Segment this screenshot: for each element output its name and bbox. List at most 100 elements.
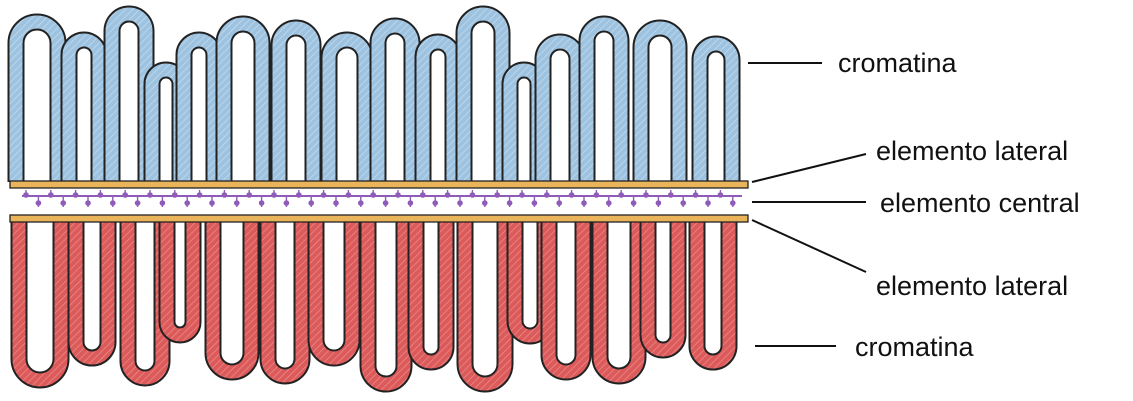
bottom-chromatin-loop-texture bbox=[600, 221, 638, 376]
top-chromatin-loop-texture bbox=[587, 24, 621, 182]
top-chromatin-loops bbox=[16, 14, 732, 182]
central-element-pin-head bbox=[48, 192, 54, 198]
central-element-pin-head bbox=[85, 200, 91, 206]
central-element-pin-head bbox=[494, 192, 500, 198]
central-element-pin-head bbox=[693, 192, 699, 198]
bottom-chromatin-loop-texture bbox=[167, 221, 193, 335]
top-chromatin-loop-texture bbox=[641, 28, 679, 182]
central-element-pin-head bbox=[631, 200, 637, 206]
top-chromatin-loop-texture bbox=[112, 14, 146, 182]
central-element-pin-head bbox=[705, 200, 711, 206]
central-element-pin-head bbox=[36, 200, 42, 206]
bottom-chromatin-loop-texture bbox=[213, 221, 251, 372]
bottom-chromatin-loops bbox=[19, 221, 729, 384]
lateral-element-top bbox=[10, 181, 748, 188]
central-element-pin-head bbox=[197, 192, 203, 198]
bottom-chromatin-loop-texture bbox=[465, 221, 505, 384]
central-element-pin-head bbox=[23, 192, 29, 198]
top-chromatin-loop-texture bbox=[279, 28, 313, 182]
central-element-pin-head bbox=[98, 192, 104, 198]
central-element-pin-head bbox=[184, 200, 190, 206]
central-element-pin-head bbox=[259, 200, 265, 206]
central-element-pin-head bbox=[470, 192, 476, 198]
central-element-pin-head bbox=[122, 192, 128, 198]
bottom-chromatin-loop-texture bbox=[19, 221, 61, 380]
top-chromatin-loop-texture bbox=[464, 14, 502, 182]
central-element-pin-head bbox=[408, 200, 414, 206]
top-chromatin-loop-texture bbox=[69, 40, 99, 182]
central-element-pin-head bbox=[556, 200, 562, 206]
central-element-pin-head bbox=[457, 200, 463, 206]
bottom-chromatin-loop-texture bbox=[549, 221, 583, 372]
lateral-element-bottom bbox=[10, 215, 748, 222]
central-element-pin-head bbox=[308, 200, 314, 206]
central-element-pin-head bbox=[60, 200, 66, 206]
central-element-pin-head bbox=[135, 200, 141, 206]
bottom-chromatin-loop-texture bbox=[368, 221, 404, 384]
central-element-pin-head bbox=[296, 192, 302, 198]
central-element-pin-head bbox=[643, 192, 649, 198]
central-element-pin-head bbox=[110, 200, 116, 206]
leader-line-lateral-top bbox=[752, 154, 866, 182]
central-element-pin-head bbox=[333, 200, 339, 206]
central-element-pin-head bbox=[532, 200, 538, 206]
top-chromatin-loop-texture bbox=[224, 24, 262, 182]
central-element-pin-head bbox=[420, 192, 426, 198]
central-element-pin-head bbox=[569, 192, 575, 198]
central-element-pin-head bbox=[222, 192, 228, 198]
central-element-pin-head bbox=[284, 200, 290, 206]
leader-line-lateral-bottom bbox=[752, 220, 866, 272]
bottom-chromatin-loop-texture bbox=[416, 221, 446, 362]
central-element-pin-head bbox=[321, 192, 327, 198]
bottom-chromatin-loop-texture bbox=[128, 221, 162, 378]
top-chromatin-loop-texture bbox=[378, 26, 412, 182]
top-chromatin-loop-texture bbox=[510, 70, 538, 182]
bottom-chromatin-loop-texture bbox=[316, 221, 352, 358]
top-chromatin-loop-texture bbox=[16, 22, 58, 182]
central-element-pin-head bbox=[383, 200, 389, 206]
label-central-element: elemento central bbox=[880, 188, 1080, 218]
bottom-chromatin-loop-texture bbox=[648, 221, 678, 350]
central-element-pin-head bbox=[445, 192, 451, 198]
central-element-pin-head bbox=[618, 192, 624, 198]
central-element-pin-head bbox=[680, 200, 686, 206]
central-element-pin-head bbox=[358, 200, 364, 206]
central-element-pin-head bbox=[656, 200, 662, 206]
central-element-pin-head bbox=[246, 192, 252, 198]
central-element-pin-head bbox=[209, 200, 215, 206]
central-element-pin-head bbox=[271, 192, 277, 198]
central-element-pin-head bbox=[395, 192, 401, 198]
label-lateral-element-top: elemento lateral bbox=[876, 136, 1068, 166]
central-element-pin-head bbox=[160, 200, 166, 206]
top-chromatin-loop-texture bbox=[184, 40, 214, 182]
central-element-pin-head bbox=[519, 192, 525, 198]
central-element-pin-head bbox=[346, 192, 352, 198]
bottom-chromatin-loop-texture bbox=[697, 221, 729, 362]
top-chromatin-loop-texture bbox=[423, 42, 453, 182]
central-element-pin-head bbox=[370, 192, 376, 198]
top-chromatin-loop-texture bbox=[543, 42, 577, 182]
bottom-chromatin-loop-texture bbox=[268, 221, 302, 376]
label-top-chromatin: cromatina bbox=[838, 48, 958, 78]
central-element-pin-head bbox=[234, 200, 240, 206]
central-element-pin-head bbox=[718, 192, 724, 198]
central-element-pin-head bbox=[147, 192, 153, 198]
central-element-pin-head bbox=[594, 192, 600, 198]
label-bottom-chromatin: cromatina bbox=[855, 332, 975, 362]
central-element-pin-head bbox=[432, 200, 438, 206]
top-chromatin-loop-texture bbox=[329, 40, 365, 182]
central-element-pin-head bbox=[544, 192, 550, 198]
central-element-pin-head bbox=[606, 200, 612, 206]
label-lateral-element-bottom: elemento lateral bbox=[876, 271, 1068, 301]
central-element-pin-head bbox=[73, 192, 79, 198]
central-element-pin-head bbox=[482, 200, 488, 206]
top-chromatin-loop-texture bbox=[700, 44, 732, 182]
central-element-pin-head bbox=[730, 200, 736, 206]
bottom-chromatin-loop-texture bbox=[76, 221, 108, 358]
central-element-pin-head bbox=[581, 200, 587, 206]
central-element-pin-head bbox=[507, 200, 513, 206]
central-element-pin-head bbox=[668, 192, 674, 198]
central-element-pin-head bbox=[172, 192, 178, 198]
central-element bbox=[22, 190, 742, 207]
